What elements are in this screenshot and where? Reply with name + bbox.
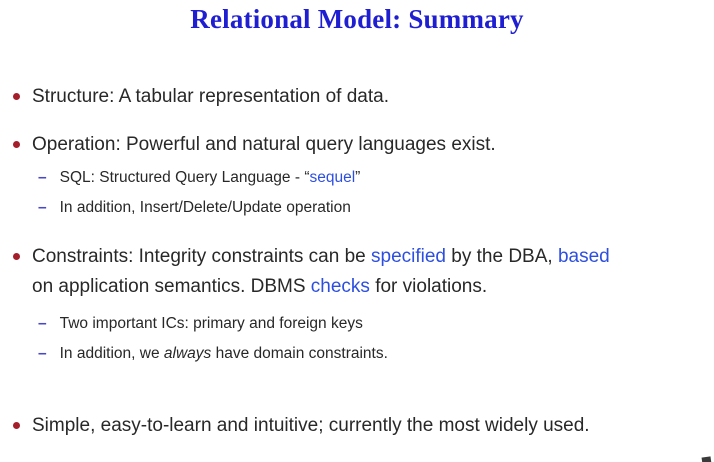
sub-bullet-text: SQL: Structured Query Language - “sequel… [60,168,361,188]
constraints-text-1: Constraints: Integrity constraints can b… [32,246,371,267]
domain-emphasis-word: always [163,345,212,362]
bullet-dot-icon [13,422,20,429]
sql-text-pre: SQL: Structured Query Language - “ [59,169,310,186]
bullet-item-simple: Simple, easy-to-learn and intuitive; cur… [0,414,590,438]
dash-bullet-icon: – [38,315,47,332]
bullet-dot-icon [13,253,20,260]
dash-bullet-icon: – [38,199,47,216]
sub-bullet-text: In addition, we always have domain const… [60,344,388,364]
sub-bullet-item-domain: – In addition, we always have domain con… [0,344,388,364]
constraints-highlight-specified: specified [371,246,446,267]
constraints-highlight-based: based [557,246,610,267]
sql-highlight-word: sequel [309,169,356,186]
bullet-item-constraints: Constraints: Integrity constraints can b… [0,242,610,302]
sub-bullet-text: In addition, Insert/Delete/Update operat… [59,199,351,216]
domain-text-post: have domain constraints. [211,345,388,362]
dash-bullet-icon: – [38,345,47,362]
bullet-text: Constraints: Integrity constraints can b… [32,242,610,302]
constraints-text-4: for violations. [369,276,488,297]
bullet-text: Simple, easy-to-learn and intuitive; cur… [32,415,590,436]
constraints-text-3: on application semantics. DBMS [32,276,311,297]
sub-bullet-item-insert: – In addition, Insert/Delete/Update oper… [0,198,351,218]
bullet-dot-icon [13,93,20,100]
dash-bullet-icon: – [38,169,47,186]
sub-bullet-item-sql: – SQL: Structured Query Language - “sequ… [0,168,360,188]
sub-bullet-item-ics: – Two important ICs: primary and foreign… [0,314,363,334]
cut-off-corner-mark [701,456,712,462]
bullet-text: Structure: A tabular representation of d… [32,86,390,107]
slide-title: Relational Model: Summary [190,4,524,34]
sql-text-post: ” [355,169,361,186]
domain-text-pre: In addition, we [59,345,164,362]
bullet-text: Operation: Powerful and natural query la… [32,134,496,155]
constraints-highlight-checks: checks [310,276,370,297]
sub-bullet-text: Two important ICs: primary and foreign k… [59,315,363,332]
bullet-dot-icon [13,141,20,148]
constraints-text-2: by the DBA, [446,246,558,267]
bullet-item-structure: Structure: A tabular representation of d… [0,85,389,109]
bullet-item-operation: Operation: Powerful and natural query la… [0,133,496,157]
